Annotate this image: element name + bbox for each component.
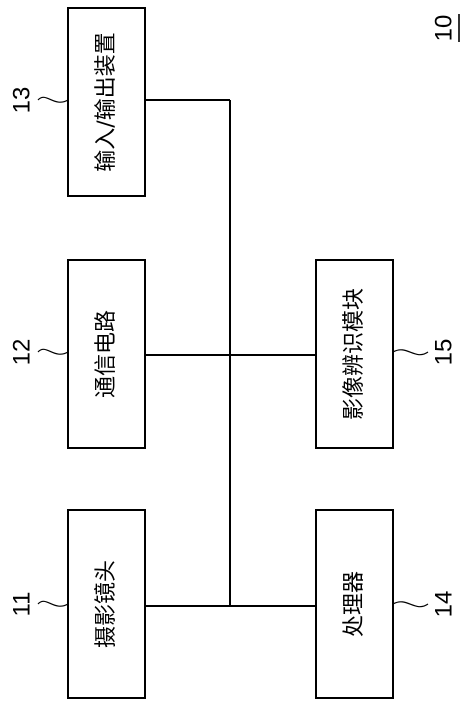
reference-numerals: 13 12 11 15 14 [9, 87, 458, 618]
camera-lens-label: 摄影镜头 [94, 560, 119, 648]
leader-13 [37, 96, 69, 103]
leader-11 [37, 600, 69, 607]
image-recognition-label: 影像辨识模块 [342, 288, 367, 420]
comm-circuit-label: 通信电路 [94, 310, 119, 398]
ref-14: 14 [431, 591, 458, 618]
block-io-device: 输入/输出装置 [67, 7, 146, 197]
comm-circuit-box [67, 259, 146, 449]
system-reference: 10 [431, 14, 460, 42]
block-camera-lens: 摄影镜头 [67, 509, 146, 699]
leader-lines [37, 96, 429, 608]
block-comm-circuit: 通信电路 [67, 259, 146, 449]
leader-14 [392, 601, 429, 608]
io-device-label: 输入/输出装置 [94, 32, 119, 171]
io-device-box [67, 7, 146, 197]
ref-15: 15 [431, 339, 458, 366]
block-processor: 处理器 [315, 509, 394, 699]
processor-label: 处理器 [342, 571, 367, 637]
block-image-recognition: 影像辨识模块 [315, 259, 394, 449]
leader-15 [392, 349, 429, 356]
processor-box [315, 509, 394, 699]
camera-lens-box [67, 509, 146, 699]
leader-12 [37, 348, 69, 355]
connection-wires [145, 99, 316, 607]
ref-10: 10 [431, 15, 458, 42]
ref-13: 13 [9, 87, 36, 114]
ref-12: 12 [9, 339, 36, 366]
image-recognition-box [315, 259, 394, 449]
ref-11: 11 [9, 592, 36, 617]
